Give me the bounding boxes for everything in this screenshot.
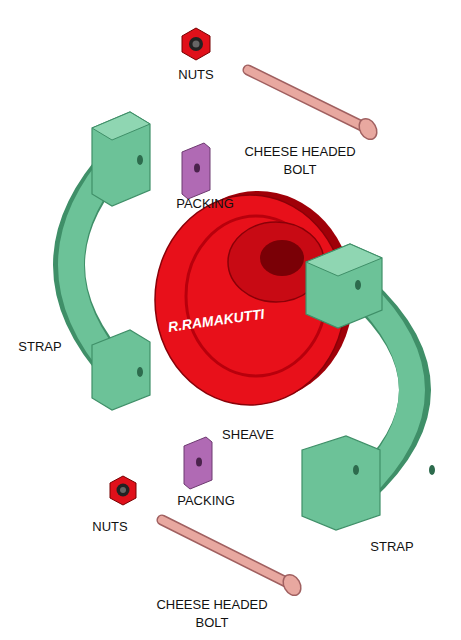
part-label: NUTS [75, 518, 145, 536]
strap [69, 112, 150, 410]
packing [182, 143, 210, 199]
strap [302, 244, 435, 530]
part-label: STRAP [357, 538, 427, 556]
part-label: PACKING [160, 195, 250, 213]
part-label: SHEAVE [203, 426, 293, 444]
cheese-headed-bolt [162, 520, 304, 599]
packing [184, 437, 212, 489]
nut [110, 476, 136, 505]
cheese-headed-bolt [248, 70, 380, 143]
nut [182, 28, 210, 60]
part-label: NUTS [156, 66, 236, 84]
part-label: CHEESE HEADED BOLT [240, 143, 360, 179]
part-label: PACKING [161, 492, 251, 510]
part-label: CHEESE HEADED BOLT [152, 596, 272, 632]
part-label: STRAP [5, 338, 75, 356]
